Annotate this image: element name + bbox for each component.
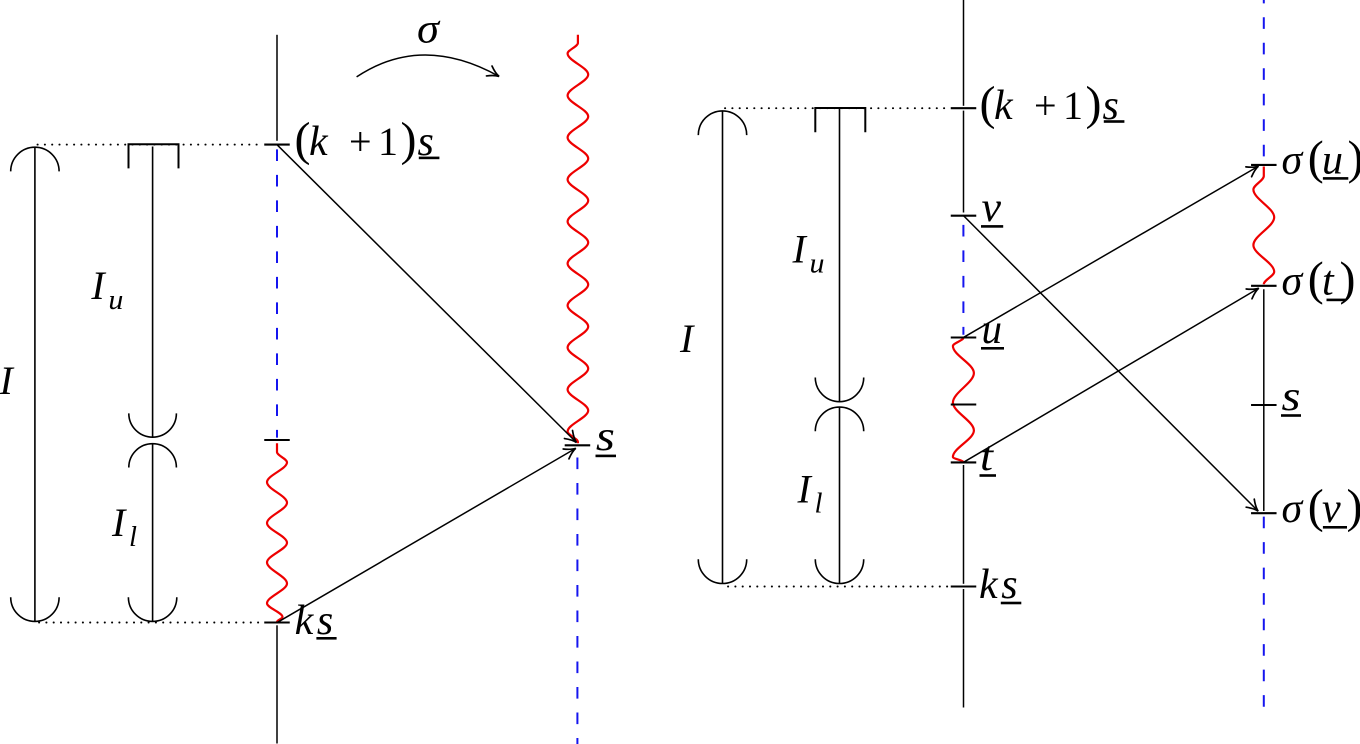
- svg-text:s: s: [1103, 83, 1119, 129]
- svg-text:k: k: [295, 598, 315, 644]
- svg-text:u: u: [982, 307, 1003, 353]
- svg-text:u: u: [1322, 138, 1343, 184]
- svg-text:l: l: [815, 488, 823, 520]
- svg-text:k: k: [979, 562, 999, 608]
- svg-text:): ): [401, 113, 417, 166]
- svg-text:(: (: [980, 77, 996, 130]
- svg-text:σ: σ: [417, 6, 441, 52]
- svg-text:u: u: [108, 284, 123, 316]
- svg-text:(: (: [295, 113, 311, 166]
- svg-text:u: u: [810, 248, 825, 280]
- svg-text:s: s: [596, 414, 615, 460]
- svg-text:I: I: [111, 500, 127, 545]
- svg-text:k: k: [994, 83, 1014, 129]
- svg-text:l: l: [129, 521, 137, 553]
- svg-text:I: I: [90, 263, 106, 308]
- svg-text:): ): [1340, 253, 1356, 306]
- svg-text:(: (: [1308, 253, 1324, 306]
- svg-text:s: s: [1001, 562, 1017, 608]
- svg-text:v: v: [982, 185, 1002, 231]
- svg-text:s: s: [317, 598, 333, 644]
- svg-text:s: s: [1282, 374, 1301, 420]
- svg-text:): ): [1347, 480, 1360, 533]
- svg-text:t: t: [1322, 259, 1335, 305]
- svg-text:k: k: [309, 119, 329, 165]
- svg-text:σ: σ: [1282, 486, 1305, 532]
- svg-text:v: v: [1322, 486, 1341, 532]
- svg-text:+: +: [349, 119, 372, 164]
- svg-text:I: I: [792, 227, 808, 272]
- svg-text:t: t: [980, 434, 994, 480]
- svg-text:): ): [1086, 77, 1102, 130]
- svg-text:(: (: [1308, 132, 1324, 185]
- svg-text:(: (: [1308, 480, 1324, 533]
- svg-text:s: s: [418, 119, 434, 165]
- svg-text:+: +: [1034, 83, 1057, 128]
- svg-text:I: I: [679, 316, 695, 361]
- svg-text:1: 1: [1063, 83, 1083, 128]
- svg-text:σ: σ: [1282, 138, 1305, 184]
- svg-text:): ): [1348, 132, 1360, 185]
- svg-text:1: 1: [378, 119, 398, 164]
- svg-text:σ: σ: [1282, 259, 1305, 305]
- svg-text:I: I: [0, 358, 15, 403]
- svg-text:I: I: [797, 467, 813, 512]
